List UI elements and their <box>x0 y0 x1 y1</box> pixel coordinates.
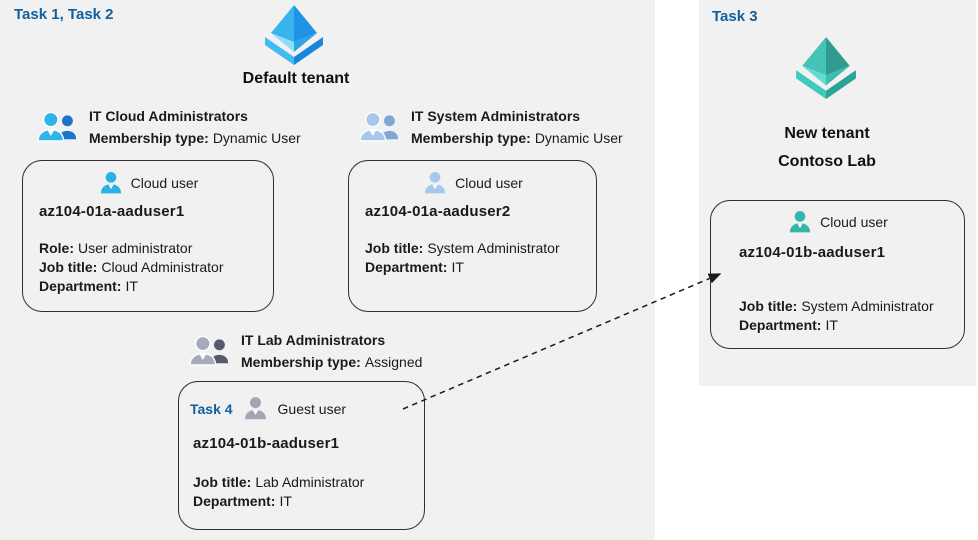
cloud-user-icon <box>425 172 446 194</box>
task-4-label: Task 4 <box>190 400 233 417</box>
membership-type-value: Assigned <box>364 354 423 370</box>
job-title-label: Job title: <box>739 298 798 314</box>
group-it-lab-admins: IT Lab Administrators Membership type:As… <box>188 331 488 371</box>
new-tenant-title: New tenant Contoso Lab <box>727 120 927 176</box>
job-title-line: Job title:System Administrator <box>365 239 560 258</box>
user-card-header: Cloud user <box>23 170 273 196</box>
user-type-label: Cloud user <box>820 214 888 230</box>
azure-ad-teal-icon <box>796 37 856 99</box>
department-line: Department:IT <box>39 277 224 296</box>
department-label: Department: <box>193 493 276 509</box>
membership-type-value: Dynamic User <box>534 130 623 146</box>
group-title: IT System Administrators <box>411 108 581 124</box>
user-attributes: Role:User administrator Job title:Cloud … <box>39 239 224 296</box>
job-title-value: Cloud Administrator <box>101 259 224 275</box>
job-title-label: Job title: <box>39 259 98 275</box>
department-value: IT <box>451 259 464 275</box>
job-title-value: System Administrator <box>427 240 560 256</box>
department-line: Department:IT <box>739 316 934 335</box>
user-attributes: Job title:System Administrator Departmen… <box>365 239 560 277</box>
group-it-system-admins: IT System Administrators Membership type… <box>358 107 668 147</box>
user-card-header: Cloud user <box>349 170 596 196</box>
job-title-value: Lab Administrator <box>255 474 365 490</box>
group-title: IT Lab Administrators <box>241 332 386 348</box>
user-card-header: Task 4 Guest user <box>179 395 424 422</box>
new-tenant-title-line2: Contoso Lab <box>778 153 876 170</box>
membership-type-line: Membership type:Dynamic User <box>411 130 623 147</box>
job-title-label: Job title: <box>365 240 424 256</box>
job-title-line: Job title:System Administrator <box>739 297 934 316</box>
user-card-az104-01a-aaduser2: Cloud user az104-01a-aaduser2 Job title:… <box>348 160 597 312</box>
department-value: IT <box>825 317 838 333</box>
user-type-label: Guest user <box>277 400 347 417</box>
department-label: Department: <box>739 317 822 333</box>
job-title-line: Job title:Cloud Administrator <box>39 258 224 277</box>
user-type-label: Cloud user <box>455 175 523 191</box>
user-attributes: Job title:Lab Administrator Department:I… <box>193 473 364 511</box>
people-group-icon <box>359 111 399 142</box>
membership-type-label: Membership type: <box>411 130 531 146</box>
user-type-label: Cloud user <box>130 175 199 191</box>
user-card-guest-az104-01b-aaduser1: Task 4 Guest user az104-01b-aaduser1 Job… <box>178 381 425 530</box>
user-name: az104-01b-aaduser1 <box>193 435 340 452</box>
department-line: Department:IT <box>193 492 364 511</box>
azure-ad-blue-icon <box>265 5 323 65</box>
role-label: Role: <box>39 240 74 256</box>
role-value: User administrator <box>78 240 193 256</box>
new-tenant-title-line1: New tenant <box>784 125 870 142</box>
user-attributes: Job title:System Administrator Departmen… <box>739 297 934 335</box>
job-title-label: Job title: <box>193 474 252 490</box>
department-label: Department: <box>365 259 448 275</box>
people-group-icon <box>37 111 77 142</box>
user-card-az104-01b-aaduser1-new-tenant: Cloud user az104-01b-aaduser1 Job title:… <box>710 200 965 349</box>
department-value: IT <box>125 278 138 294</box>
user-name: az104-01b-aaduser1 <box>739 244 886 261</box>
guest-user-icon <box>244 397 266 420</box>
people-group-icon <box>189 335 229 366</box>
task-3-label: Task 3 <box>712 8 758 25</box>
user-name: az104-01a-aaduser1 <box>39 203 185 220</box>
cloud-user-icon <box>100 172 121 194</box>
user-card-az104-01a-aaduser1: Cloud user az104-01a-aaduser1 Role:User … <box>22 160 274 312</box>
department-value: IT <box>279 493 292 509</box>
default-tenant-title: Default tenant <box>242 70 350 87</box>
group-it-cloud-admins: IT Cloud Administrators Membership type:… <box>36 107 336 147</box>
cloud-user-icon <box>790 211 811 233</box>
group-title: IT Cloud Administrators <box>89 108 248 124</box>
user-card-header: Cloud user <box>711 209 964 235</box>
membership-type-line: Membership type:Dynamic User <box>89 130 301 147</box>
user-name: az104-01a-aaduser2 <box>365 203 511 220</box>
job-title-line: Job title:Lab Administrator <box>193 473 364 492</box>
role-line: Role:User administrator <box>39 239 224 258</box>
default-tenant-panel <box>0 0 655 540</box>
membership-type-label: Membership type: <box>241 354 361 370</box>
task-1-2-label: Task 1, Task 2 <box>14 6 114 23</box>
job-title-value: System Administrator <box>801 298 934 314</box>
department-label: Department: <box>39 278 122 294</box>
membership-type-label: Membership type: <box>89 130 209 146</box>
membership-type-line: Membership type:Assigned <box>241 354 422 371</box>
department-line: Department:IT <box>365 258 560 277</box>
membership-type-value: Dynamic User <box>212 130 301 146</box>
